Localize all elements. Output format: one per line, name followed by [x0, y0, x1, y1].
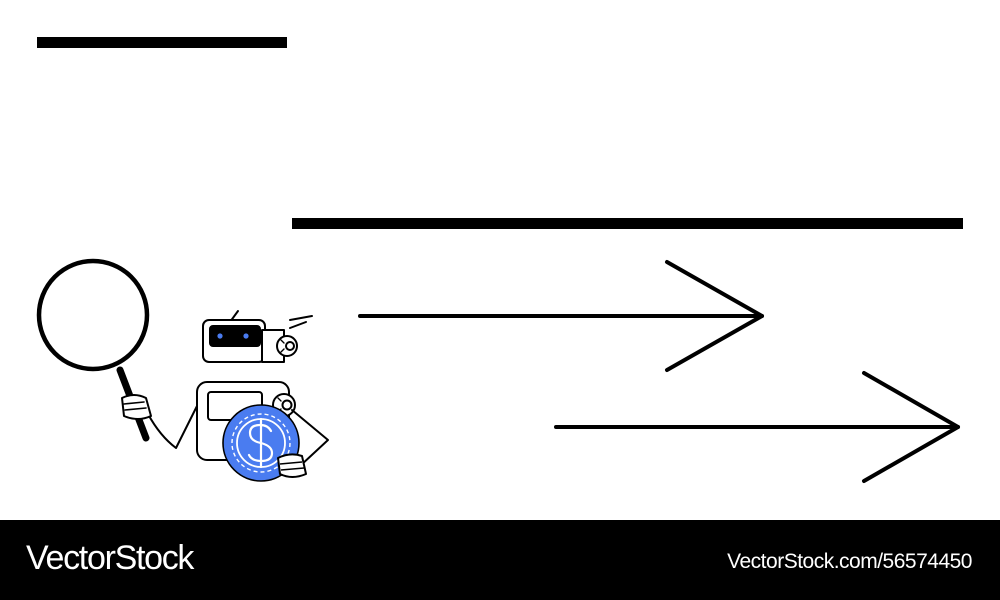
brand-logo-text: VectorStock: [26, 539, 194, 577]
arrow-right-icon: [554, 371, 960, 483]
illustration: [36, 37, 963, 483]
middle-bar-line: [292, 218, 963, 229]
top-bar-line: [37, 37, 287, 48]
arrow-right-icon: [358, 260, 764, 372]
image-reference-text: VectorStock.com/56574450: [727, 550, 972, 573]
illustration-canvas: [36, 258, 960, 483]
watermark-footer: VectorStock VectorStock.com/56574450: [0, 520, 1000, 600]
robot-hand: [277, 453, 307, 478]
